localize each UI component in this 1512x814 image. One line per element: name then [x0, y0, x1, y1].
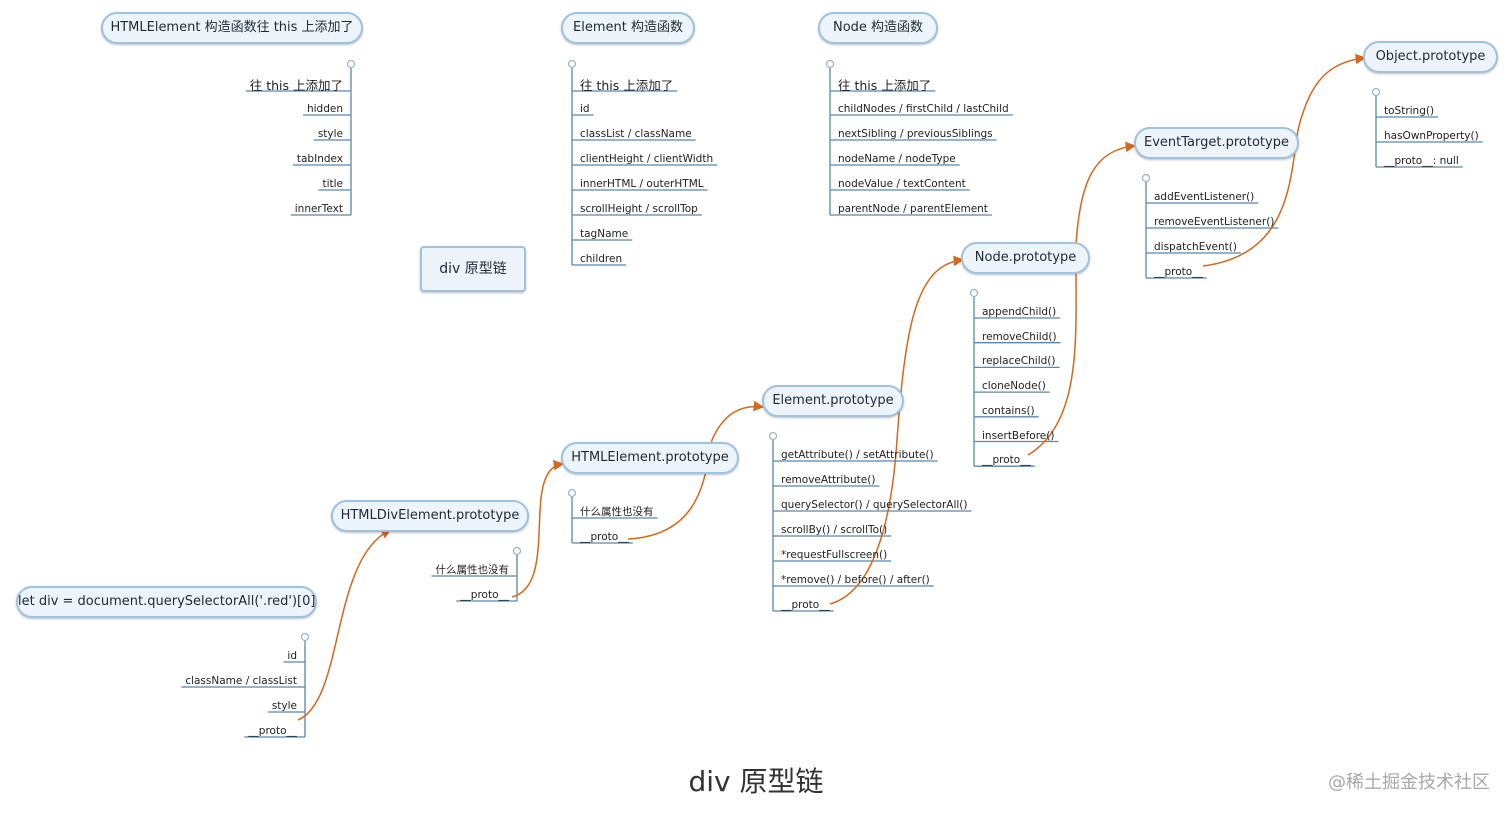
collapse-toggle-icon — [567, 488, 577, 498]
collapse-toggle-icon — [300, 632, 310, 642]
node-proto-item: cloneNode() — [982, 380, 1046, 393]
element-constructor-node: Element 构造函数 — [561, 12, 695, 44]
div-instance-item: id — [287, 650, 297, 662]
node-proto-item: __proto__ — [982, 454, 1031, 467]
node-prototype-title: Node.prototype — [974, 250, 1077, 265]
diagram-title-box: div 原型链 — [420, 246, 526, 292]
node-ctor-item: parentNode / parentElement — [838, 203, 988, 215]
element-proto-item: getAttribute() / setAttribute() — [781, 449, 934, 461]
htmlelement-ctor-item: title — [322, 178, 343, 190]
element-ctor-item: children — [580, 253, 623, 265]
object-proto-item: hasOwnProperty() — [1384, 130, 1479, 142]
node-prototype-node: Node.prototype — [961, 242, 1090, 274]
element-ctor-item: innerHTML / outerHTML — [580, 178, 704, 190]
object-proto-item: toString() — [1384, 105, 1435, 117]
htmldivelement-proto-item: 什么属性也没有 — [435, 564, 510, 576]
div-instance-title: let div = document.querySelectorAll('.re… — [18, 594, 316, 609]
object-prototype-node: Object.prototype — [1363, 41, 1498, 73]
eventtarget-prototype-node: EventTarget.prototype — [1134, 127, 1299, 159]
node-proto-item: contains() — [982, 404, 1035, 417]
node-proto-item: replaceChild() — [982, 355, 1056, 368]
collapse-toggle-icon — [346, 59, 356, 69]
node-ctor-item: nodeValue / textContent — [838, 178, 966, 190]
collapse-toggle-icon — [1371, 87, 1381, 97]
htmlelement-proto-item: __proto__ — [580, 531, 629, 543]
element-ctor-item: clientHeight / clientWidth — [580, 153, 714, 165]
div-instance-item: style — [271, 700, 297, 712]
div-instance-item: __proto__ — [248, 725, 297, 737]
htmlelement-prototype-node: HTMLElement.prototype — [561, 442, 739, 474]
eventtarget-proto-item: __proto__ — [1154, 266, 1203, 278]
proto-arrow-div-to-htmldivelement — [297, 529, 392, 721]
proto-arrow-eventtarget-to-object — [1202, 53, 1367, 267]
element-ctor-item: id — [580, 103, 590, 115]
div-instance-node: let div = document.querySelectorAll('.re… — [16, 586, 317, 618]
collapse-toggle-icon — [825, 59, 835, 69]
element-proto-item: __proto__ — [781, 599, 830, 611]
htmlelement-constructor-node: HTMLElement 构造函数往 this 上添加了 — [101, 12, 363, 44]
htmlelement-ctor-item: 往 this 上添加了 — [249, 78, 343, 93]
htmlelement-ctor-item: hidden — [306, 103, 343, 115]
collapse-toggle-icon — [567, 59, 577, 69]
node-proto-item: appendChild() — [982, 306, 1057, 318]
element-proto-item: *requestFullscreen() — [781, 549, 888, 561]
div-instance-item: className / classList — [185, 675, 297, 687]
element-ctor-item: classList / className — [580, 128, 692, 140]
element-ctor-item: scrollHeight / scrollTop — [580, 203, 698, 215]
node-proto-item: insertBefore() — [982, 429, 1055, 442]
element-proto-item: removeAttribute() — [781, 474, 876, 486]
collapse-toggle-icon — [969, 288, 979, 298]
object-proto-item: __proto__: null — [1384, 155, 1459, 167]
element-ctor-item: 往 this 上添加了 — [580, 78, 674, 93]
htmldivelement-proto-item: __proto__ — [460, 589, 509, 601]
watermark: @稀土掘金技术社区 — [1328, 772, 1490, 793]
proto-arrow-element-to-node — [829, 255, 965, 605]
node-ctor-item: 往 this 上添加了 — [838, 78, 932, 93]
eventtarget-proto-item: dispatchEvent() — [1154, 241, 1237, 253]
element-prototype-node: Element.prototype — [762, 385, 904, 417]
eventtarget-prototype-title: EventTarget.prototype — [1144, 135, 1289, 150]
element-constructor-title: Element 构造函数 — [573, 20, 683, 35]
diagram-title-label: div 原型链 — [439, 261, 507, 277]
eventtarget-proto-item: removeEventListener() — [1154, 216, 1275, 228]
node-constructor-node: Node 构造函数 — [818, 12, 938, 44]
element-ctor-item: tagName — [580, 228, 629, 240]
element-proto-item: scrollBy() / scrollTo() — [781, 524, 888, 536]
node-proto-item: removeChild() — [982, 330, 1057, 343]
element-proto-item: *remove() / before() / after() — [781, 574, 930, 586]
htmldivelement-prototype-title: HTMLDivElement.prototype — [340, 508, 520, 523]
node-ctor-item: nextSibling / previousSiblings — [838, 128, 993, 140]
eventtarget-proto-item: addEventListener() — [1154, 191, 1255, 203]
collapse-toggle-icon — [512, 546, 522, 556]
htmlelement-ctor-item: style — [317, 128, 343, 140]
node-constructor-title: Node 构造函数 — [832, 20, 924, 35]
htmldivelement-prototype-node: HTMLDivElement.prototype — [331, 500, 529, 532]
htmlelement-constructor-title: HTMLElement 构造函数往 this 上添加了 — [110, 20, 354, 35]
collapse-toggle-icon — [1141, 173, 1151, 183]
figure-caption: div 原型链 — [688, 765, 824, 798]
proto-arrow-node-to-eventtarget — [1027, 141, 1137, 456]
node-ctor-item: nodeName / nodeType — [838, 153, 956, 165]
element-prototype-title: Element.prototype — [772, 393, 894, 408]
htmlelement-ctor-item: innerText — [294, 203, 343, 215]
htmlelement-proto-item: 什么属性也没有 — [580, 506, 654, 518]
htmlelement-prototype-title: HTMLElement.prototype — [571, 450, 729, 465]
htmlelement-ctor-item: tabIndex — [296, 153, 343, 165]
proto-arrow-htmldivelement-to-htmlelement — [511, 460, 565, 598]
node-ctor-item: childNodes / firstChild / lastChild — [838, 103, 1009, 115]
element-proto-item: querySelector() / querySelectorAll() — [781, 499, 968, 511]
collapse-toggle-icon — [768, 431, 778, 441]
object-prototype-title: Object.prototype — [1375, 49, 1486, 64]
